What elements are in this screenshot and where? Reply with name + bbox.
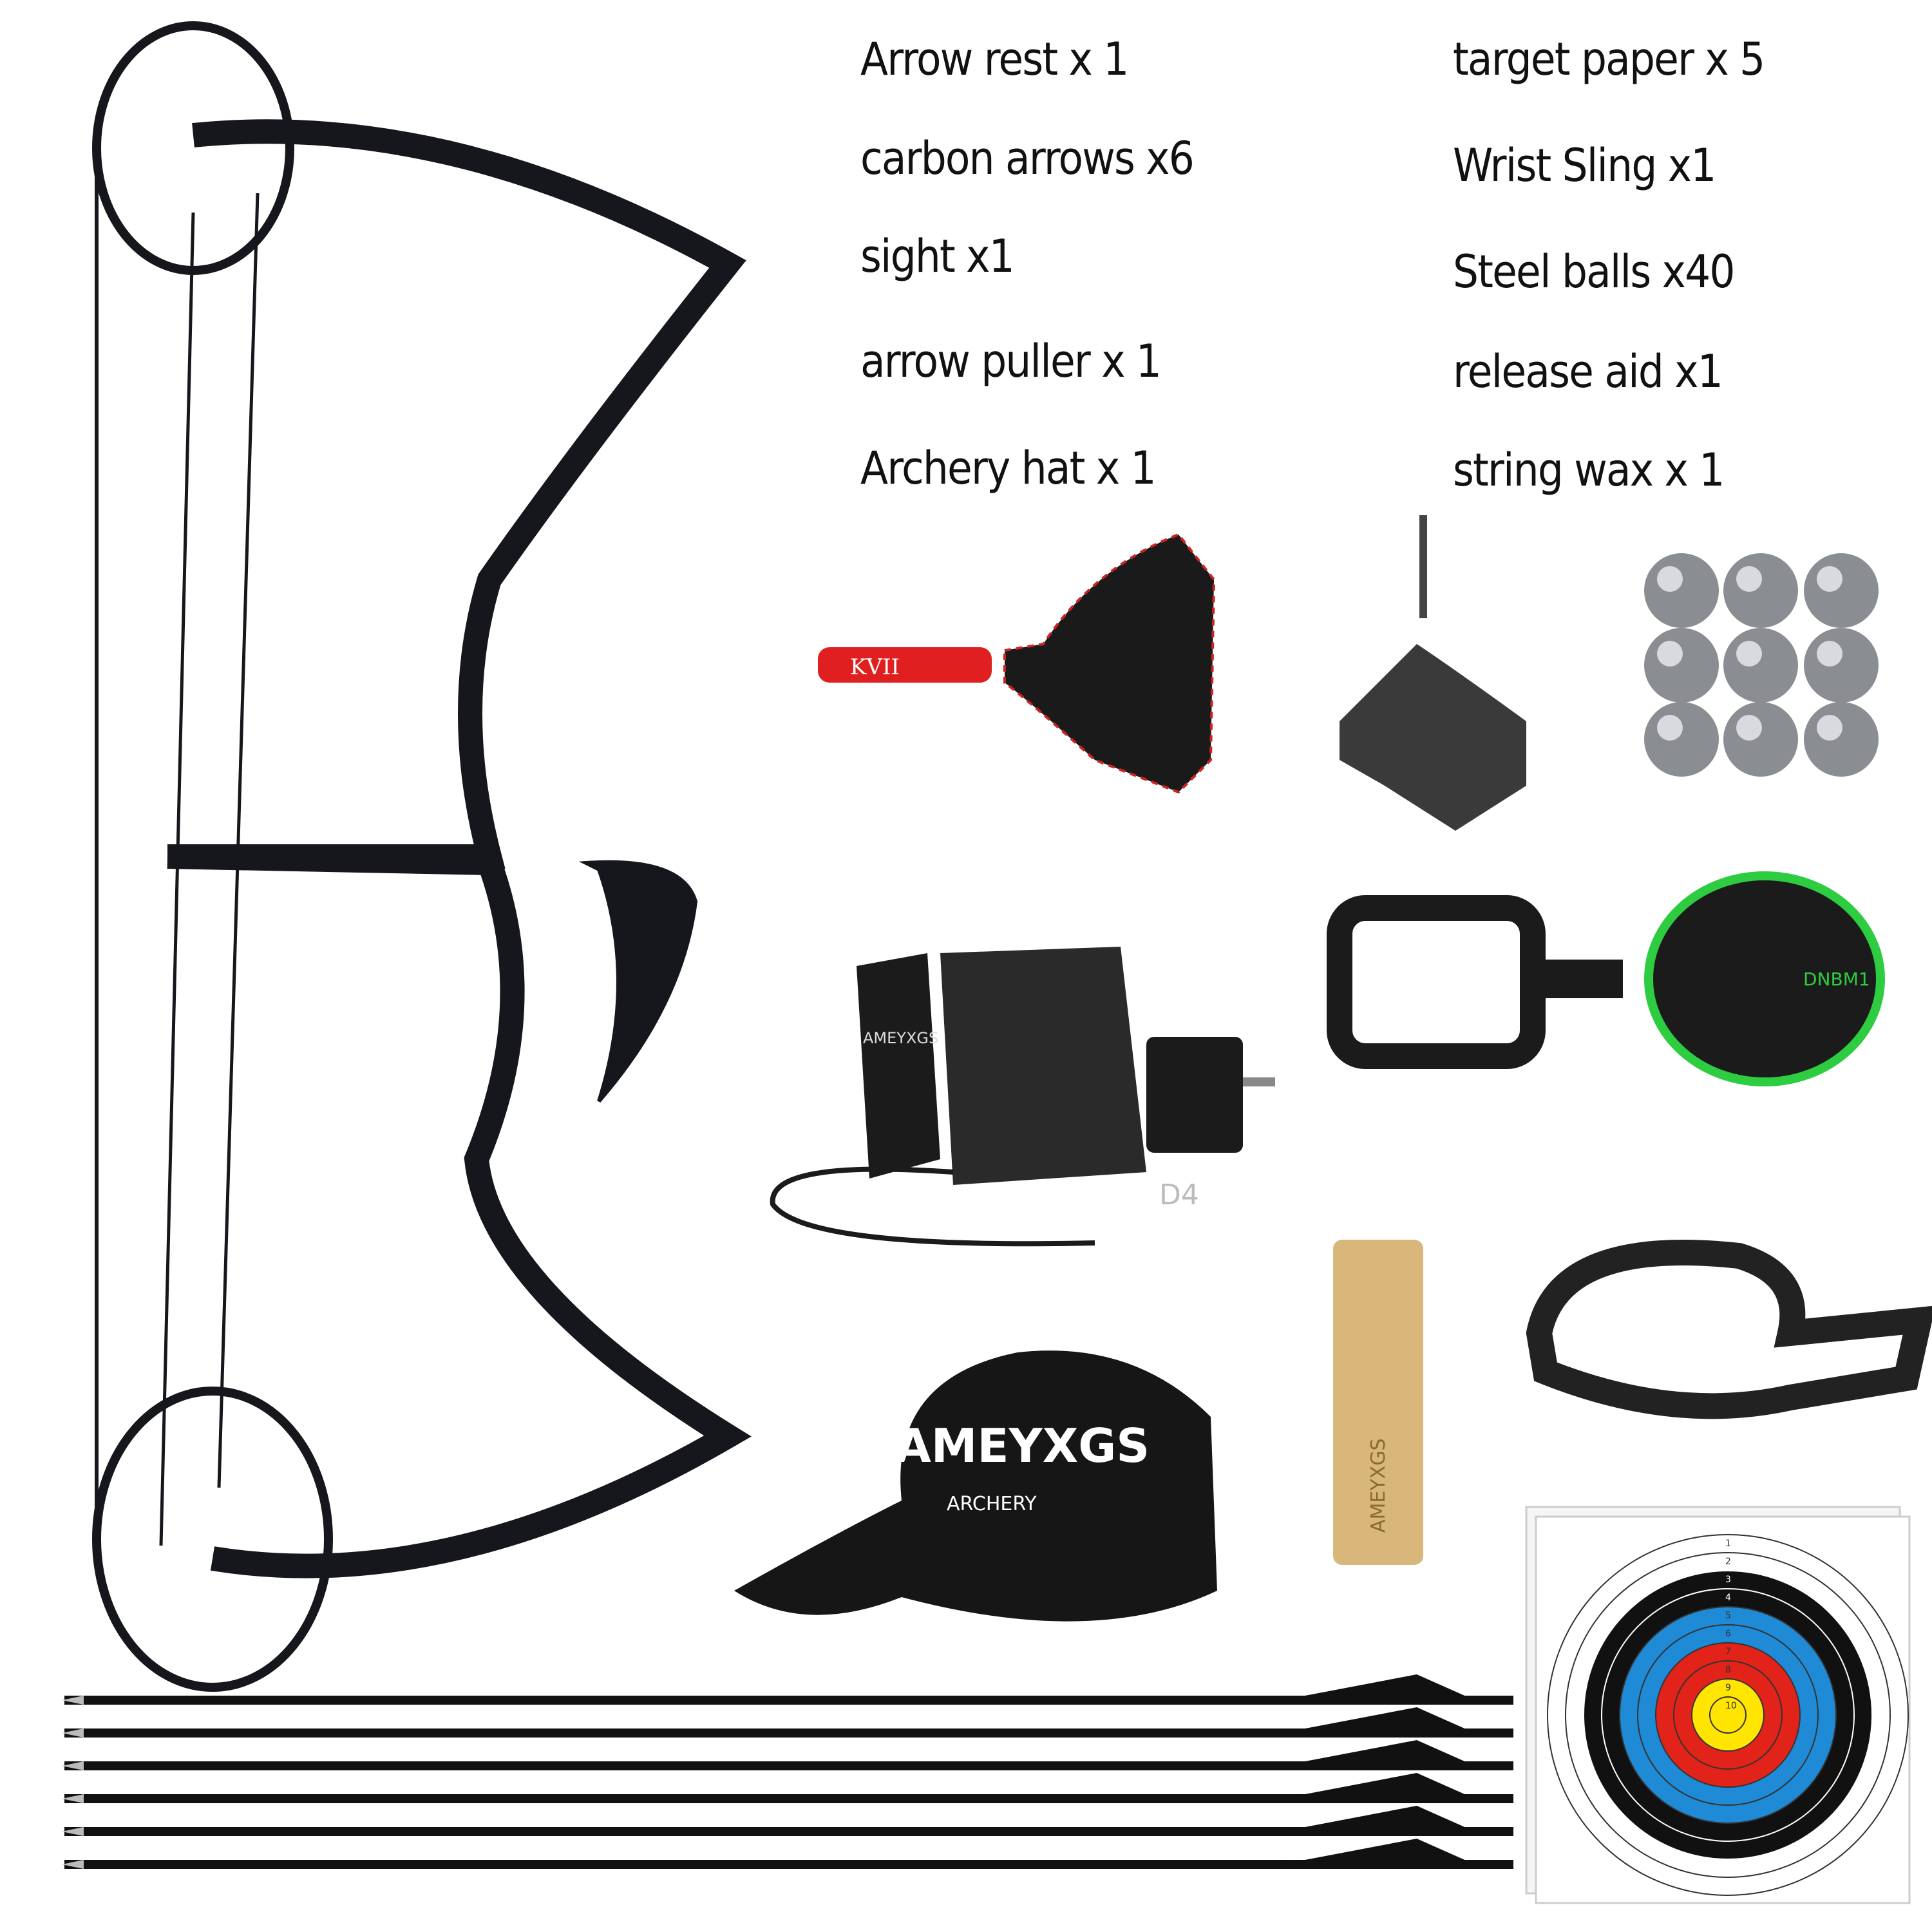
- rest-brand-logo: AMEYXGS: [863, 1029, 938, 1047]
- puller-pad: [1340, 644, 1526, 831]
- arrow-fletching: [1282, 1707, 1475, 1733]
- arrow-tip: [62, 1761, 84, 1770]
- target-ring-number: 5: [1725, 1611, 1731, 1621]
- item-string-wax: string wax x 1: [1453, 444, 1725, 497]
- item-archery-hat: Archery hat x 1: [860, 442, 1157, 495]
- steel-ball: [1723, 553, 1798, 628]
- arrow-fletching: [1282, 1740, 1475, 1766]
- archery-hat: AMEYXGS ARCHERY: [734, 1350, 1217, 1622]
- target-ring-number: 6: [1725, 1629, 1731, 1639]
- arrow-fletching: [1282, 1773, 1475, 1799]
- arrow-rest: D4 AMEYXGS: [770, 947, 1275, 1247]
- carbon-arrows: [62, 1674, 1513, 1869]
- steel-ball: [1804, 553, 1879, 628]
- compound-bow: [92, 21, 752, 1692]
- arrow-tip: [62, 1794, 84, 1803]
- bow-cable: [217, 193, 260, 1488]
- steel-ball: [1723, 702, 1798, 777]
- rest-body: [940, 947, 1146, 1185]
- bow-riser-limbs: [167, 119, 752, 1578]
- ball-highlight: [1736, 715, 1762, 741]
- target-ring-number: 7: [1725, 1647, 1731, 1657]
- arrow-puller: [1340, 515, 1526, 831]
- ball-highlight: [1817, 715, 1842, 741]
- item-sight: sight x1: [860, 230, 1015, 283]
- sight-housing: [1644, 871, 1885, 1086]
- target-ring-number: 4: [1725, 1593, 1731, 1603]
- release-wrist-strap: [1003, 533, 1216, 794]
- item-release-aid: release aid x1: [1453, 345, 1723, 398]
- ball-highlight: [1817, 566, 1842, 592]
- steel-ball: [1644, 553, 1719, 628]
- sling-strap: [1526, 1240, 1932, 1419]
- item-steel-balls: Steel balls x40: [1453, 245, 1735, 298]
- wrist-sling: [1526, 1240, 1932, 1419]
- hat-brand-logo: AMEYXGS: [895, 1419, 1150, 1473]
- steel-ball: [1804, 628, 1879, 703]
- item-arrow-rest: Arrow rest x 1: [860, 33, 1129, 86]
- steel-ball: [1804, 702, 1879, 777]
- hat-body: [734, 1350, 1217, 1622]
- ball-highlight: [1817, 641, 1842, 667]
- item-wrist-sling: Wrist Sling x1: [1453, 139, 1716, 192]
- bow-grip: [578, 860, 698, 1103]
- wax-tube: [1333, 1240, 1423, 1565]
- wax-brand-logo: AMEYXGS: [1367, 1438, 1390, 1533]
- target-ring-number: 3: [1725, 1575, 1731, 1585]
- rest-cord: [770, 1166, 1095, 1247]
- target-ring-number: 10: [1725, 1701, 1737, 1711]
- arrow-fletching: [1282, 1674, 1475, 1700]
- bow-cable: [159, 212, 195, 1546]
- arrow-fletching: [1282, 1839, 1475, 1864]
- target-ring-number: 2: [1725, 1557, 1731, 1567]
- target-ring: [1709, 1696, 1747, 1734]
- steel-ball: [1723, 628, 1798, 703]
- sight-model-logo: DNBM1: [1803, 969, 1870, 990]
- arrow-tip: [62, 1860, 84, 1869]
- arrow-tip: [62, 1696, 84, 1705]
- item-carbon-arrows: carbon arrows x6: [860, 132, 1195, 185]
- target-paper: 1 2 3 4 5 6 7 8 9 10: [1525, 1506, 1911, 1904]
- ball-highlight: [1736, 641, 1762, 667]
- rest-guard: [857, 953, 940, 1179]
- ball-highlight: [1657, 641, 1683, 667]
- bottom-cam: [92, 1387, 333, 1692]
- arrow-fletching: [1282, 1806, 1475, 1832]
- steel-ball: [1644, 702, 1719, 777]
- item-target-paper: target paper x 5: [1453, 33, 1765, 86]
- steel-balls: [1644, 553, 1879, 777]
- item-arrow-puller: arrow puller x 1: [860, 335, 1162, 388]
- ball-highlight: [1657, 715, 1683, 741]
- bow-sight: DNBM1: [1327, 871, 1885, 1086]
- release-model-logo: KVII: [850, 654, 900, 680]
- ball-highlight: [1736, 566, 1762, 592]
- sight-mount: [1327, 895, 1546, 1069]
- target-ring-number: 8: [1725, 1665, 1731, 1675]
- arrow-tip: [62, 1728, 84, 1738]
- hat-brand-sub-logo: ARCHERY: [947, 1493, 1037, 1515]
- rest-mount: [1146, 1037, 1243, 1153]
- release-aid: KVII: [818, 533, 1216, 794]
- release-trigger-body: [818, 647, 992, 683]
- string-wax: AMEYXGS: [1333, 1240, 1423, 1565]
- ball-highlight: [1657, 566, 1683, 592]
- target-ring-number: 1: [1725, 1539, 1731, 1549]
- target-ring-number: 9: [1725, 1683, 1731, 1693]
- steel-ball: [1644, 628, 1719, 703]
- arrow-tip: [62, 1827, 84, 1836]
- sight-bar: [1533, 960, 1623, 998]
- rest-model-logo: D4: [1159, 1179, 1199, 1211]
